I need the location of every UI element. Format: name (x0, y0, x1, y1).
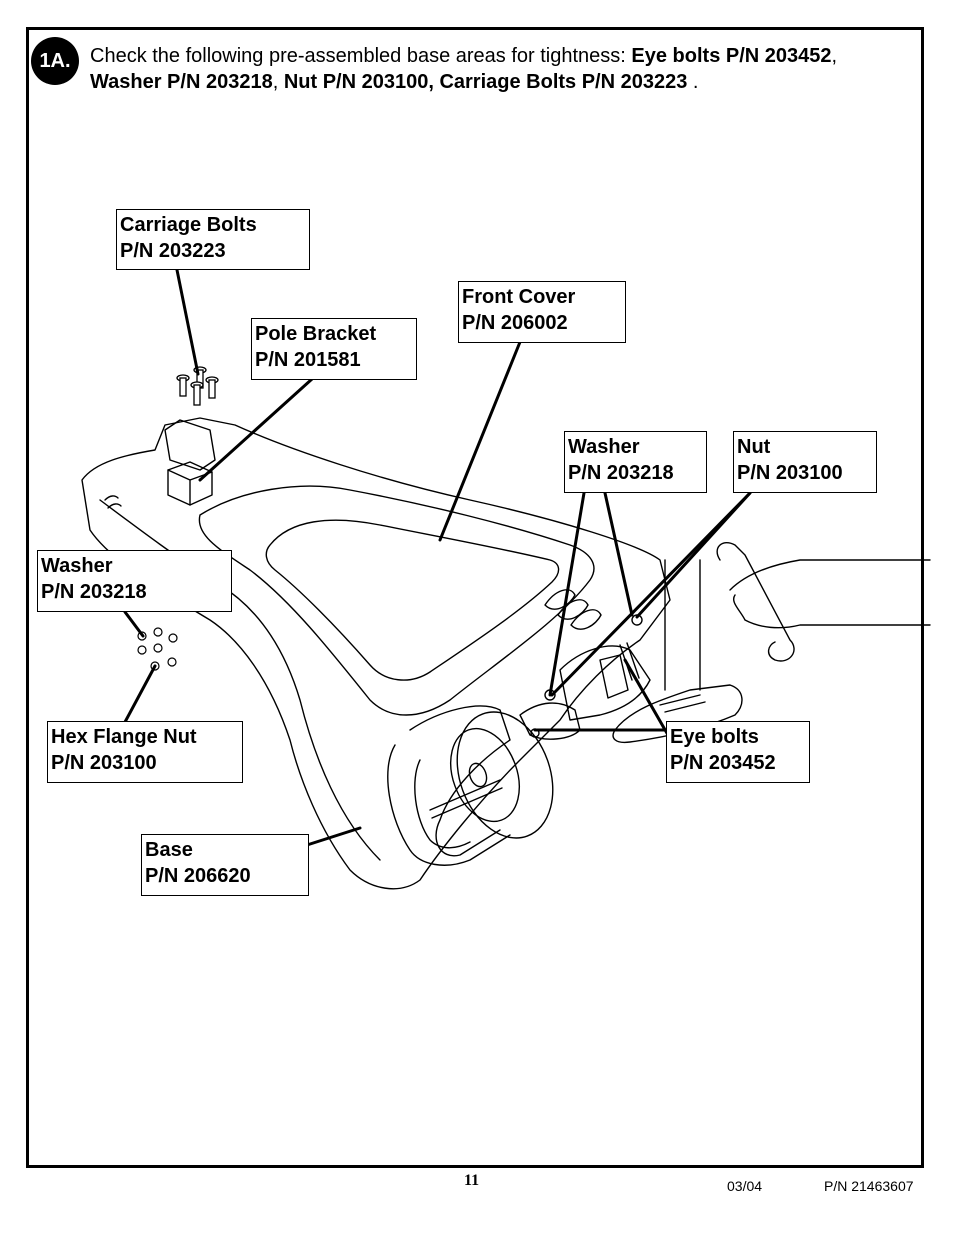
hex-nut-2 (167, 657, 177, 667)
callout-name: Hex Flange Nut (51, 726, 197, 748)
leader-nut-1 (550, 491, 752, 697)
leader-washer-right-1 (548, 491, 586, 697)
vent-3 (570, 609, 602, 630)
instruction-eye-bolts: Eye bolts P/N 203452 (631, 45, 832, 67)
callout-part-number: P/N 203100 (51, 752, 157, 774)
callout-name: Front Cover (462, 286, 576, 308)
washer-5 (153, 643, 163, 653)
carriage-bolt-4 (190, 381, 204, 406)
leader-eye-bolts-2 (623, 658, 670, 737)
leader-nut-2 (635, 491, 752, 619)
page-number: 11 (464, 1172, 480, 1189)
callout-washer-right: Washer P/N 203218 (564, 431, 707, 493)
base-inner-ridge (99, 499, 381, 861)
leader-hex-flange-nut (123, 664, 157, 724)
pole-bracket-base (164, 419, 216, 471)
eye-bolt-bracket (559, 645, 651, 721)
instruction-washer: Washer P/N 203218 (90, 71, 273, 93)
step-badge: 1A. (31, 37, 79, 85)
callout-base: Base P/N 206620 (141, 834, 309, 896)
callout-name: Washer (41, 555, 113, 577)
vent-2 (557, 599, 589, 620)
carriage-bolt-1 (176, 374, 190, 397)
callout-part-number: P/N 206620 (145, 865, 251, 887)
revision-date: 03/04 (727, 1178, 763, 1194)
instruction-sep: , (831, 45, 838, 67)
callout-pole-bracket: Pole Bracket P/N 201581 (251, 318, 417, 380)
instruction-text: Check the following pre-assembled base a… (90, 43, 890, 95)
callout-nut: Nut P/N 203100 (733, 431, 877, 493)
handle-loop (387, 705, 511, 866)
washers-group (137, 627, 178, 671)
callout-carriage-bolts: Carriage Bolts P/N 203223 (116, 209, 310, 270)
instruction-lead: Check the following pre-assembled base a… (90, 45, 632, 67)
callout-part-number: P/N 203452 (670, 752, 776, 774)
base-outline (81, 417, 671, 890)
wheel (456, 711, 554, 839)
callout-name: Pole Bracket (255, 323, 377, 345)
washer-4 (137, 645, 147, 655)
front-cover-outline (198, 485, 595, 716)
leader-pole-bracket (198, 377, 314, 482)
leader-washer-right-2 (603, 491, 634, 617)
leader-washer-left (123, 610, 145, 638)
callout-part-number: P/N 201581 (255, 349, 361, 371)
washer-3 (168, 633, 178, 643)
callout-part-number: P/N 203218 (41, 581, 147, 603)
wrench (716, 542, 795, 662)
instruction-end: . (687, 71, 699, 93)
callout-washer-left: Washer P/N 203218 (37, 550, 232, 612)
wheel-hub (450, 727, 520, 823)
callout-name: Base (145, 839, 193, 861)
callout-name: Eye bolts (670, 726, 759, 748)
washer-2 (153, 627, 163, 637)
carriage-bolts-group (176, 366, 219, 406)
callout-name: Carriage Bolts (120, 214, 257, 236)
callout-name: Nut (737, 436, 771, 458)
callout-name: Washer (568, 436, 640, 458)
callout-front-cover: Front Cover P/N 206002 (458, 281, 626, 343)
callout-eye-bolts: Eye bolts P/N 203452 (666, 721, 810, 783)
document-part-number: P/N 21463607 (824, 1178, 914, 1194)
front-cover-panel (265, 519, 560, 681)
carriage-bolt-3 (205, 376, 219, 399)
leader-front-cover (438, 340, 522, 542)
shoe (612, 684, 743, 744)
callout-part-number: P/N 203218 (568, 462, 674, 484)
vent-1 (544, 589, 576, 610)
callout-part-number: P/N 206002 (462, 312, 568, 334)
leader-base (305, 826, 362, 847)
hand (729, 559, 931, 629)
leader-carriage-bolts (175, 268, 200, 376)
callout-part-number: P/N 203100 (737, 462, 843, 484)
pole-bracket (167, 461, 213, 506)
callout-hex-flange-nut: Hex Flange Nut P/N 203100 (47, 721, 243, 783)
instruction-nut-bolts: Nut P/N 203100, Carriage Bolts P/N 20322… (283, 71, 688, 93)
instruction-sep: , (272, 71, 284, 93)
callout-part-number: P/N 203223 (120, 240, 226, 262)
page-frame (26, 27, 924, 1168)
